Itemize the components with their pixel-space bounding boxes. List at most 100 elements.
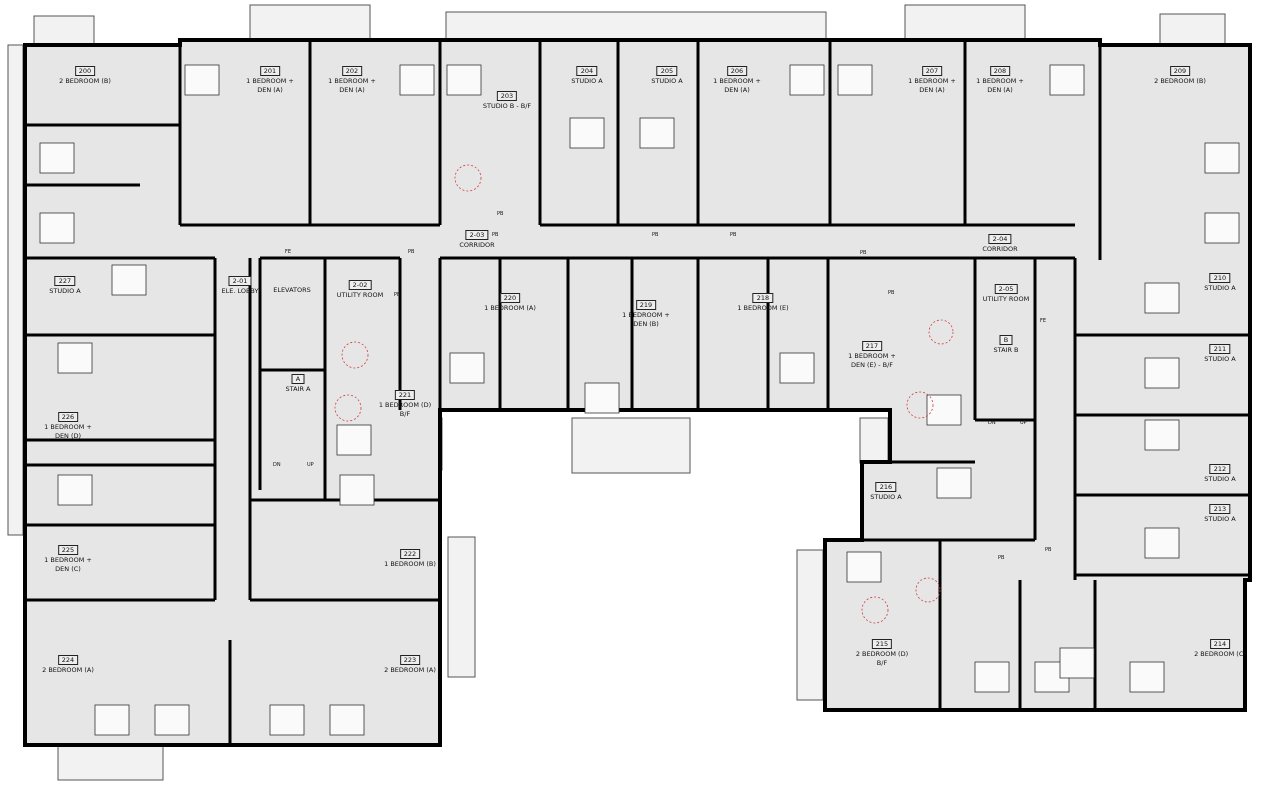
balconies [7,4,1226,781]
room-number: 204 [576,66,598,76]
room-name: 1 BEDROOM + [328,77,376,85]
annotation-pb: PB [860,250,867,256]
room-number: 205 [656,66,678,76]
room-name: 1 BEDROOM + [848,352,896,360]
room-name: DEN (D) [54,432,82,440]
room-name: 1 BEDROOM (A) [484,304,536,312]
room-name: 1 BEDROOM (B) [384,560,436,568]
room-number: A [291,374,305,384]
annotation-pb: PB [1045,547,1052,553]
room-number: 216 [875,482,897,492]
interior-walls [25,40,1250,745]
room-number: 2-04 [988,234,1012,244]
room-name: 1 BEDROOM + [976,77,1024,85]
room-number: 2-02 [348,280,372,290]
room-name: CORRIDOR [459,241,495,249]
room-name: STUDIO A [571,77,603,85]
room-name: STUDIO A [870,493,902,501]
annotation-pb: PB [652,232,659,238]
room-name: 1 BEDROOM + [908,77,956,85]
room-label-elevators: ELEVATORS [273,286,311,295]
room-number: 201 [259,66,281,76]
room-name: 1 BEDROOM (E) [737,304,789,312]
room-name: 1 BEDROOM (D) [378,401,432,409]
room-number: 214 [1209,639,1231,649]
room-number: 220 [499,293,521,303]
room-number: 226 [57,412,79,422]
room-name: STUDIO A [1204,355,1236,363]
room-number: 222 [399,549,421,559]
room-name: 1 BEDROOM + [44,556,92,564]
room-name: UTILITY ROOM [982,295,1030,303]
annotation-pb: PB [394,292,401,298]
room-name: STUDIO A [1204,475,1236,483]
room-number: 212 [1209,464,1231,474]
annotation-pb: PB [730,232,737,238]
room-number: 227 [54,276,76,286]
room-number: 217 [861,341,883,351]
room-number: 223 [399,655,421,665]
room-number: 211 [1209,344,1231,354]
room-name: DEN (A) [724,86,750,94]
room-number: 200 [74,66,96,76]
annotation-pb: PB [998,555,1005,561]
room-name: ELEVATORS [273,286,311,294]
room-name: 1 BEDROOM + [622,311,670,319]
room-name: 2 BEDROOM (B) [59,77,111,85]
room-name: STUDIO A [49,287,81,295]
room-name: DEN (A) [257,86,283,94]
door-clearance-circles [334,164,954,624]
room-name: DEN (A) [919,86,945,94]
fixtures [39,64,1240,736]
annotation-pb: PB [408,249,415,255]
room-number: 203 [496,91,518,101]
room-name: STUDIO B - B/F [482,102,532,110]
room-name: STUDIO A [1204,284,1236,292]
room-number: 219 [635,300,657,310]
room-name: ELE. LOBBY [221,287,259,295]
annotation-pb: PB [497,211,504,217]
room-name: DEN (A) [987,86,1013,94]
annotation-fe: FE [1040,318,1047,324]
room-number: 208 [989,66,1011,76]
room-name: CORRIDOR [982,245,1018,253]
room-number: 209 [1169,66,1191,76]
room-name: STUDIO A [651,77,683,85]
room-number: 210 [1209,273,1231,283]
room-name: 2 BEDROOM (B) [1154,77,1206,85]
annotation-dn: DN [273,462,281,468]
room-name: B/F [876,659,888,667]
room-number: 2-03 [465,230,489,240]
room-number: 2-05 [994,284,1018,294]
annotation-fe: FE [285,249,292,255]
room-number: 202 [341,66,363,76]
annotation-up: UP [307,462,314,468]
room-name: STAIR A [285,385,311,393]
room-name: STUDIO A [1204,515,1236,523]
